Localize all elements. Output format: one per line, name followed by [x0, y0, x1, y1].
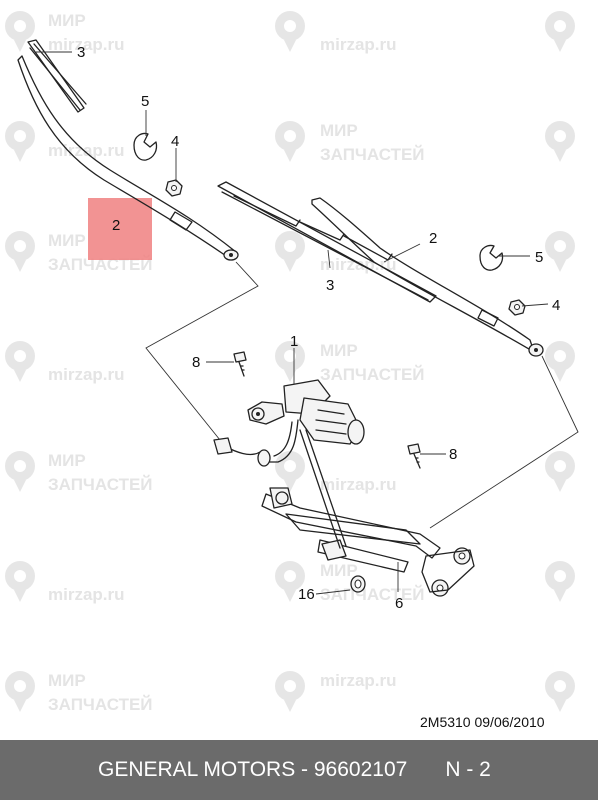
watermark-domain: mirzap.ru — [320, 475, 397, 494]
watermark-line1: МИР — [48, 231, 86, 250]
watermark-domain: mirzap.ru — [320, 255, 397, 274]
left-wrench-clip — [133, 132, 158, 161]
wiper-assembly-diagram: mirzap.ru mirzap.ru МИР ЗАПЧАСТЕЙ mirzap… — [5, 11, 579, 714]
callout-8-left: 8 — [192, 354, 200, 371]
drawing-code-date: 2M5310 09/06/2010 — [420, 714, 545, 730]
callout-4-left: 4 — [171, 133, 179, 150]
motor-cable — [213, 437, 271, 467]
watermark-domain: mirzap.ru — [48, 585, 125, 604]
watermark-logo-icon — [275, 561, 305, 602]
callout-3-mid: 3 — [326, 277, 334, 294]
callout-5-right: 5 — [535, 249, 543, 266]
assembly-connection-lines — [145, 261, 579, 529]
wiper-linkage — [261, 429, 475, 597]
watermark-line1: МИР — [320, 121, 358, 140]
watermark-logo-icon — [275, 341, 305, 382]
left-nut — [165, 179, 183, 197]
watermark-logo-icon — [545, 231, 575, 272]
callout-8-right: 8 — [449, 446, 457, 463]
watermark-logo-icon — [545, 121, 575, 162]
watermark-domain: mirzap.ru — [48, 365, 125, 384]
right-wiper-arm — [311, 197, 544, 357]
callout-4-right: 4 — [552, 297, 560, 314]
callout-6: 6 — [395, 595, 403, 612]
watermark-logo-icon — [545, 11, 575, 52]
callout-5-left: 5 — [141, 93, 149, 110]
watermark-logo-icon — [275, 451, 305, 492]
watermark-logo-icon — [275, 671, 305, 712]
watermark-domain: mirzap.ru — [48, 141, 125, 160]
watermark-layer: mirzap.ru mirzap.ru МИР ЗАПЧАСТЕЙ mirzap… — [5, 11, 575, 714]
watermark-line1: МИР — [320, 561, 358, 580]
watermark-line2: ЗАПЧАСТЕЙ — [320, 365, 425, 384]
watermark-logo-icon — [5, 561, 35, 602]
watermark-line2: ЗАПЧАСТЕЙ — [48, 475, 153, 494]
watermark-domain: mirzap.ru — [48, 35, 125, 54]
callout-2-right: 2 — [429, 230, 437, 247]
watermark-logo-icon — [545, 451, 575, 492]
watermark-line1: МИР — [48, 671, 86, 690]
watermark-line1: МИР — [320, 341, 358, 360]
callout-1: 1 — [290, 333, 298, 350]
left-bolt — [233, 351, 247, 377]
watermark-logo-icon — [5, 11, 35, 52]
watermark-domain: mirzap.ru — [320, 671, 397, 690]
watermark-line2: ЗАПЧАСТЕЙ — [320, 585, 425, 604]
watermark-logo-icon — [5, 451, 35, 492]
selected-part-highlight[interactable] — [88, 198, 152, 260]
diagram-position: N - 2 — [445, 758, 491, 781]
brand-part-number: GENERAL MOTORS - 96602107 — [98, 758, 408, 781]
right-wrench-clip — [479, 244, 504, 271]
grommet — [350, 575, 366, 593]
watermark-logo-icon — [275, 231, 305, 272]
callout-2-highlighted[interactable]: 2 — [112, 217, 120, 234]
watermark-line1: МИР — [48, 11, 86, 30]
watermark-logo-icon — [275, 121, 305, 162]
watermark-logo-icon — [275, 11, 305, 52]
watermark-logo-icon — [545, 561, 575, 602]
watermark-logo-icon — [5, 121, 35, 162]
watermark-logo-icon — [545, 341, 575, 382]
watermark-line2: ЗАПЧАСТЕЙ — [320, 145, 425, 164]
right-bolt — [407, 443, 421, 469]
wiper-motor — [247, 379, 365, 463]
watermark-line2: ЗАПЧАСТЕЙ — [48, 695, 153, 714]
callout-16: 16 — [298, 586, 315, 603]
part-footer-bar: GENERAL MOTORS - 96602107 N - 2 — [0, 740, 598, 800]
callout-leaders — [36, 51, 549, 595]
right-nut — [508, 299, 526, 316]
watermark-logo-icon — [5, 671, 35, 712]
watermark-domain: mirzap.ru — [320, 35, 397, 54]
left-wiper-blade — [27, 39, 87, 113]
watermark-logo-icon — [5, 231, 35, 272]
right-wiper-blade — [217, 181, 437, 303]
watermark-line1: МИР — [48, 451, 86, 470]
watermark-logo-icon — [545, 671, 575, 712]
callout-3-top: 3 — [77, 44, 85, 61]
watermark-logo-icon — [5, 341, 35, 382]
left-wiper-arm — [17, 55, 239, 261]
